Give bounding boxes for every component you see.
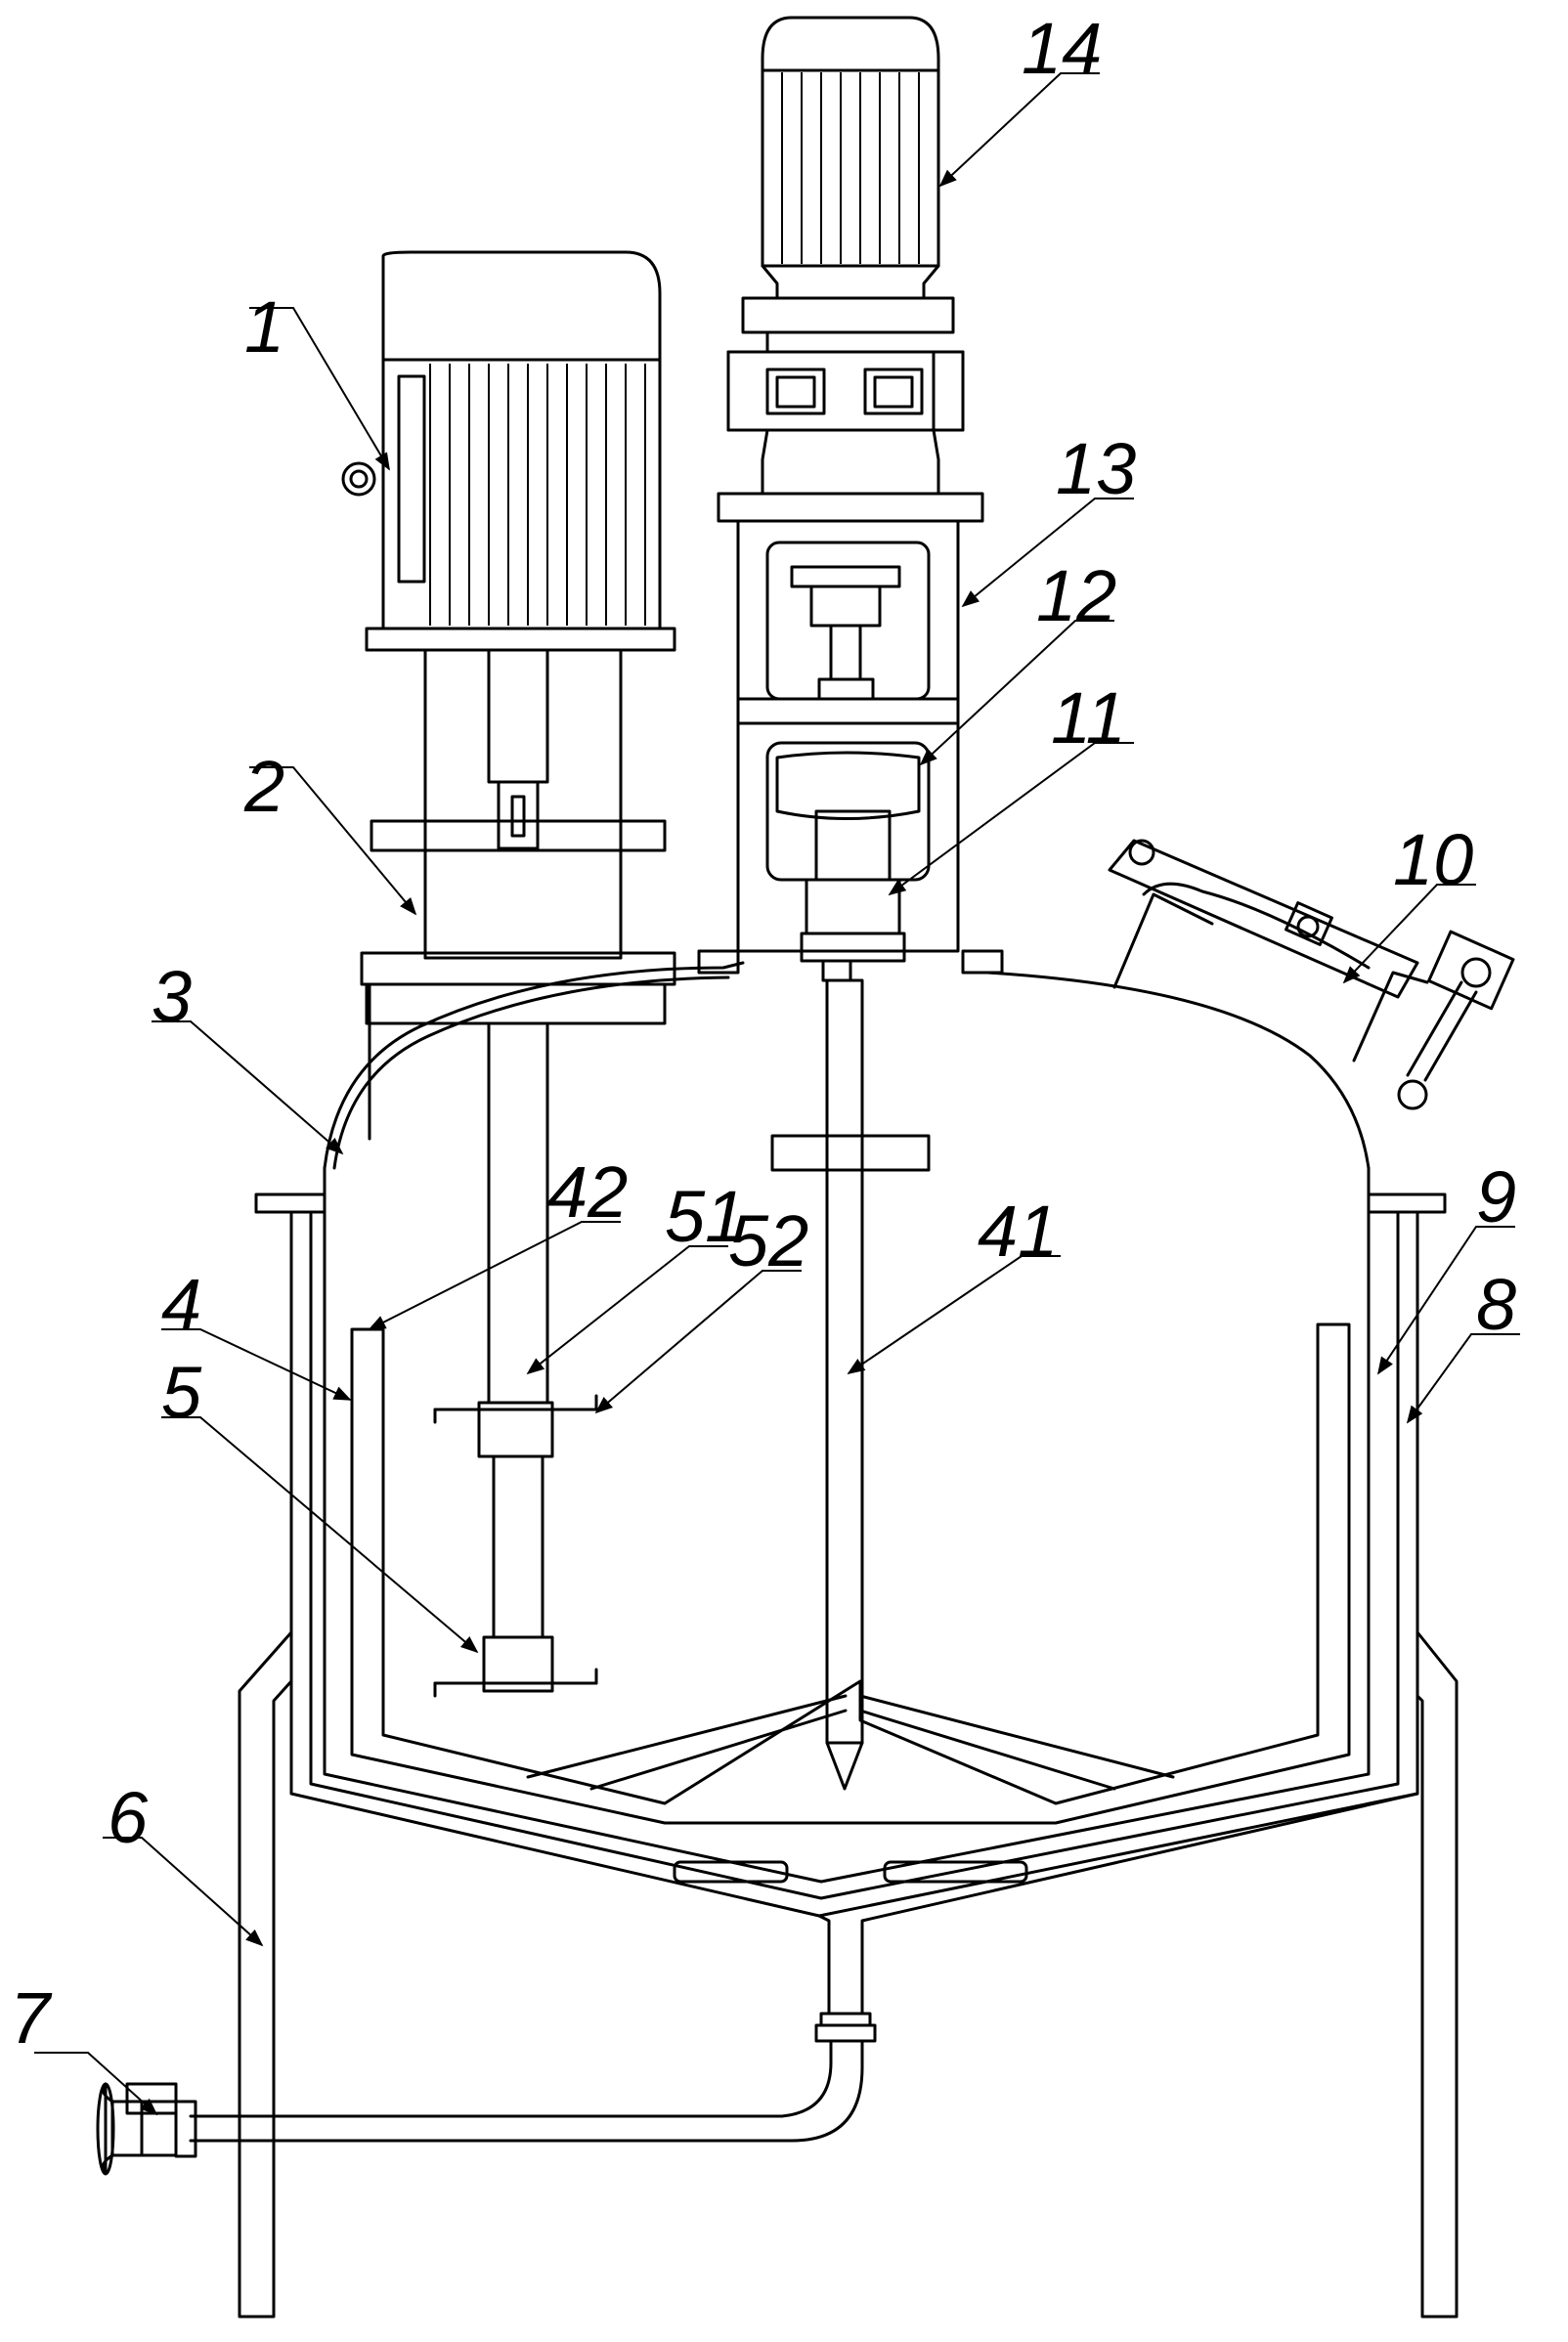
label-5: 5 bbox=[161, 1352, 202, 1433]
right-coupling-frame bbox=[699, 494, 1002, 973]
label-11: 11 bbox=[1051, 677, 1126, 759]
label-14: 14 bbox=[1022, 8, 1102, 89]
left-motor bbox=[343, 252, 675, 650]
discharge-pipe bbox=[98, 2041, 862, 2174]
support-legs bbox=[240, 1632, 1457, 2317]
label-6: 6 bbox=[108, 1777, 149, 1858]
label-2: 2 bbox=[243, 746, 284, 827]
label-3: 3 bbox=[152, 956, 192, 1037]
label-7: 7 bbox=[10, 1977, 53, 2059]
left-coupling-stand bbox=[362, 650, 675, 1023]
label-9: 9 bbox=[1476, 1156, 1516, 1237]
label-42: 42 bbox=[547, 1151, 628, 1233]
label-52: 52 bbox=[728, 1200, 808, 1281]
label-12: 12 bbox=[1036, 555, 1116, 636]
label-8: 8 bbox=[1476, 1264, 1516, 1345]
label-10: 10 bbox=[1393, 819, 1473, 900]
tank-body bbox=[256, 963, 1445, 2041]
center-shaft bbox=[772, 961, 929, 1789]
label-41: 41 bbox=[978, 1191, 1058, 1272]
label-13: 13 bbox=[1056, 428, 1136, 509]
right-motor bbox=[728, 18, 963, 494]
label-1: 1 bbox=[244, 286, 284, 368]
disperser-shaft bbox=[435, 1023, 596, 1696]
part-labels: 1 2 3 4 5 6 7 8 9 10 11 12 13 14 41 42 5… bbox=[10, 8, 1516, 2059]
label-4: 4 bbox=[161, 1264, 201, 1345]
